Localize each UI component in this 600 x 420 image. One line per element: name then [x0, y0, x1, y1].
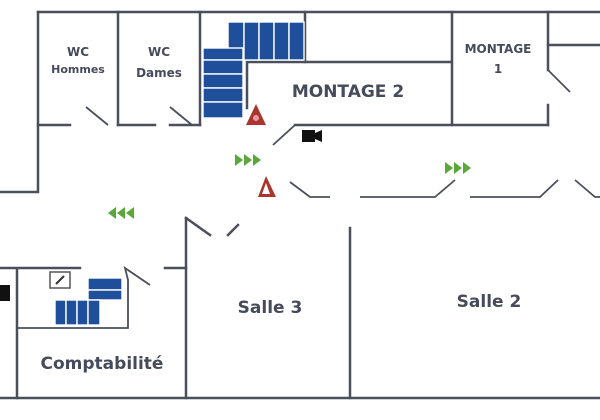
room-label-salle-2: Salle 2 — [457, 292, 522, 312]
staircase-icon — [202, 21, 305, 119]
exit-arrow-icon — [445, 162, 471, 174]
walls — [0, 10, 600, 400]
room-label-montage-1: 1 — [494, 62, 502, 76]
room-label-wc-dames: WC — [148, 45, 170, 59]
room-label-montage-1: MONTAGE — [465, 42, 532, 56]
staircase-icon — [54, 277, 123, 326]
room-label-montage-2: MONTAGE 2 — [292, 82, 404, 102]
warning-triangle-icon — [258, 176, 276, 197]
room-label-salle-3: Salle 3 — [238, 298, 303, 318]
exit-arrow-icon — [235, 154, 261, 166]
camera-icon — [0, 285, 10, 301]
camera-icon — [302, 130, 322, 142]
room-label-wc-hommes: Hommes — [51, 63, 105, 76]
extinguisher-sign-icon — [49, 271, 71, 289]
warning-triangle-icon — [246, 104, 266, 125]
room-label-wc-hommes: WC — [67, 45, 89, 59]
exit-arrow-icon — [108, 207, 134, 219]
room-label-comptabilite: Comptabilité — [41, 354, 164, 374]
room-label-wc-dames: Dames — [136, 66, 182, 80]
